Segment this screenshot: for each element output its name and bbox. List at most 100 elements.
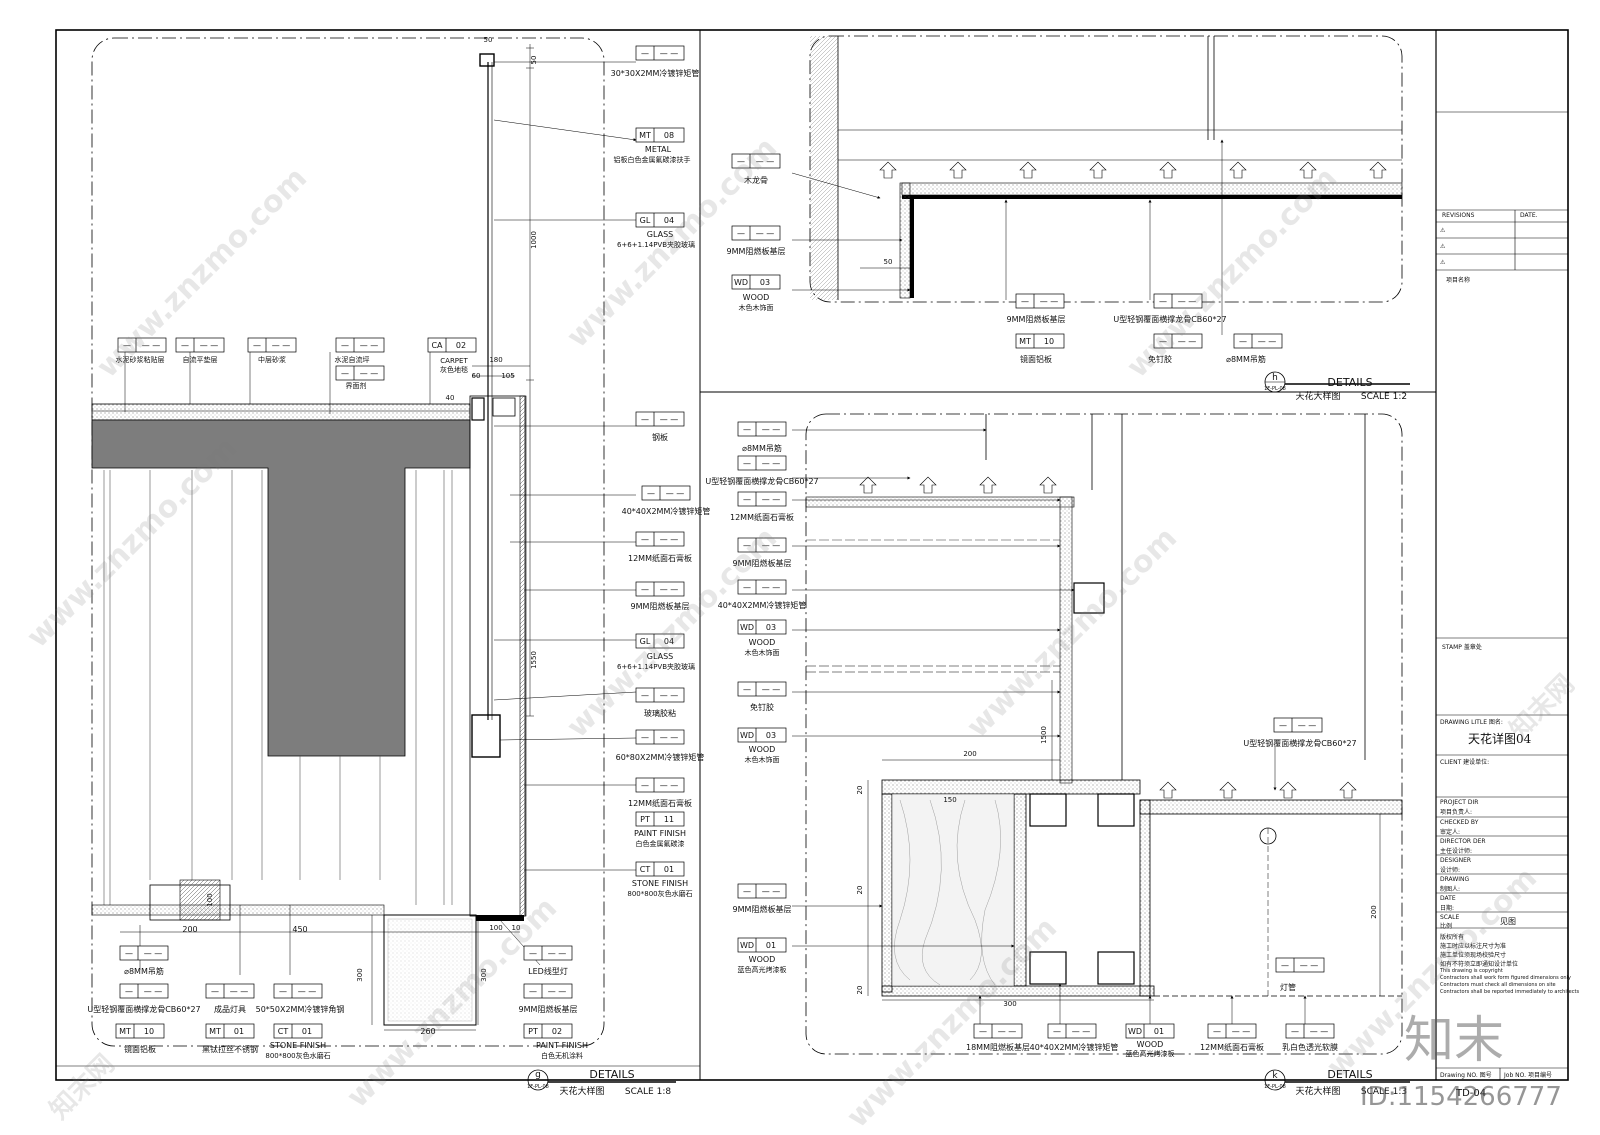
material-tag-number: — — <box>762 887 781 896</box>
material-tag-number: — — <box>548 949 567 958</box>
note-7: Contractors shall be reported immediatel… <box>1440 989 1580 995</box>
material-tag-code: CT <box>278 1027 289 1036</box>
material-tag-code: — <box>1159 297 1167 306</box>
material-tag-code: — <box>1021 297 1029 306</box>
label-pipe-40b: 40*40X2MM冷镀锌矩管 <box>1030 1042 1119 1052</box>
material-tag-number: — — <box>1040 297 1059 306</box>
material-tag-code: WD <box>740 731 754 740</box>
material-tag <box>973 1023 1023 1039</box>
dim-50: 50 <box>884 258 893 266</box>
material-tag-code: PT <box>528 1027 538 1036</box>
material-tag-code: — <box>743 541 751 550</box>
designer-label: DESIGNER <box>1440 857 1472 864</box>
material-tag <box>635 581 685 597</box>
material-tag <box>635 861 685 877</box>
material-tag-code: WD <box>740 941 754 950</box>
label-gypsum: 12MM纸面石膏板 <box>628 553 692 563</box>
detail-h-scale: SCALE 1:2 <box>1361 392 1407 402</box>
detail-k-title-cn: 天花大样图 <box>1295 1085 1340 1097</box>
note-4: This drawing is copyright <box>1440 968 1503 974</box>
revision-triangle-icon: ⚠ <box>1440 259 1446 266</box>
material-tag-number: — — <box>666 489 685 498</box>
scale-value: 见图 <box>1500 917 1516 926</box>
revision-triangle-icon: ⚠ <box>1440 227 1446 234</box>
material-tag-number: 04 <box>664 216 674 225</box>
material-tag-code: — <box>181 341 189 350</box>
material-tag-number: — — <box>230 987 249 996</box>
label-fire-board-2: 9MM阻燃板基层 <box>519 1004 578 1014</box>
material-tag <box>737 579 787 595</box>
material-tag-code: — <box>647 489 655 498</box>
label-fire-board: 9MM阻燃板基层 <box>733 558 792 568</box>
designer-cn: 设计师: <box>1440 867 1461 874</box>
director-label: DIRECTOR DER <box>1440 838 1486 845</box>
label-paint: PAINT FINISH <box>634 829 686 838</box>
label-wood-2-cn: 木色木饰面 <box>745 755 780 764</box>
material-tag-code: — <box>341 341 349 350</box>
label-paint-cn: 白色金属氟碳漆 <box>636 839 685 848</box>
label-keel-2: U型轻钢覆面横撑龙骨CB60*27 <box>1243 738 1356 748</box>
material-tag-code: — <box>641 535 649 544</box>
label-wood: WOOD <box>743 293 770 302</box>
dim-300: 300 <box>1003 1000 1016 1008</box>
material-tag-number: — — <box>998 1027 1017 1036</box>
detail-g-title-en: DETAILS <box>589 1068 634 1081</box>
dim-20: 20 <box>856 886 864 895</box>
label-cement-level: 水泥自流坪 <box>335 355 370 364</box>
material-tag-code: — <box>529 987 537 996</box>
material-tag-number: — — <box>1310 1027 1329 1036</box>
watermark-id: ID:1154266777 <box>1360 1082 1562 1112</box>
detail-h-title-cn: 天花大样图 <box>1295 390 1340 402</box>
detail-k-drawing <box>792 414 1403 1028</box>
revision-triangle-icon: ⚠ <box>1440 243 1446 250</box>
label-gypsum: 12MM纸面石膏板 <box>730 512 794 522</box>
label-self-level: 自流平垫层 <box>183 355 218 364</box>
material-tag-number: — — <box>1300 961 1319 970</box>
project-dir-cn: 项目负责人: <box>1440 809 1473 816</box>
material-tag <box>635 687 685 703</box>
dim-200: 200 <box>182 925 197 934</box>
label-board-18: 18MM阻燃板基层 <box>966 1042 1030 1052</box>
material-tag-code: — <box>123 341 131 350</box>
detail-k-ref: 1F-PL-08 <box>1264 1084 1286 1090</box>
drawing-no: TD-04 <box>1456 1088 1487 1099</box>
material-tag-code: — <box>125 987 133 996</box>
material-tag-number: — — <box>762 583 781 592</box>
label-carpet: CARPET <box>440 357 468 365</box>
dim-100: 100 <box>489 924 502 932</box>
label-fire-board: 9MM阻燃板基层 <box>631 601 690 611</box>
material-tag-number: — — <box>762 425 781 434</box>
dim-1500: 1500 <box>1040 726 1048 744</box>
material-tag-number: 01 <box>664 865 674 874</box>
material-tag-number: 02 <box>552 1027 562 1036</box>
material-tag <box>115 1023 165 1039</box>
date-label: DATE. <box>1520 212 1538 219</box>
label-angle: 50*50X2MM冷镀锌角钢 <box>256 1004 345 1014</box>
material-tag-number: — — <box>360 341 379 350</box>
dim-50: 50 <box>530 56 538 65</box>
label-pipe-40: 40*40X2MM冷镀锌矩管 <box>718 600 807 610</box>
label-stone-2: STONE FINISH <box>270 1041 326 1050</box>
dim-1550: 1550 <box>530 651 538 669</box>
material-tag <box>1153 293 1203 309</box>
material-tag-number: — — <box>660 49 679 58</box>
label-film: 乳白色透光软膜 <box>1282 1042 1338 1052</box>
material-tag <box>731 153 781 169</box>
label-glass-2: GLASS <box>647 652 673 661</box>
material-tag-number: — — <box>762 459 781 468</box>
label-metal: METAL <box>645 145 672 154</box>
material-tag-number: 03 <box>760 278 770 287</box>
label-interface: 界面剂 <box>346 381 367 390</box>
material-tag <box>427 337 477 353</box>
material-tag-code: — <box>641 49 649 58</box>
material-tag <box>731 274 781 290</box>
detail-h-title-en: DETAILS <box>1327 376 1372 389</box>
dim-450: 450 <box>292 925 307 934</box>
label-no-nail: 免钉胶 <box>750 702 774 712</box>
label-glass-glue: 玻璃胶粘 <box>644 708 676 718</box>
stamp-label: STAMP 盖章处 <box>1442 644 1482 651</box>
detail-k-scale: SCALE 1:3 <box>1361 1087 1407 1097</box>
material-tag <box>1015 333 1065 349</box>
material-tag-code: — <box>641 585 649 594</box>
